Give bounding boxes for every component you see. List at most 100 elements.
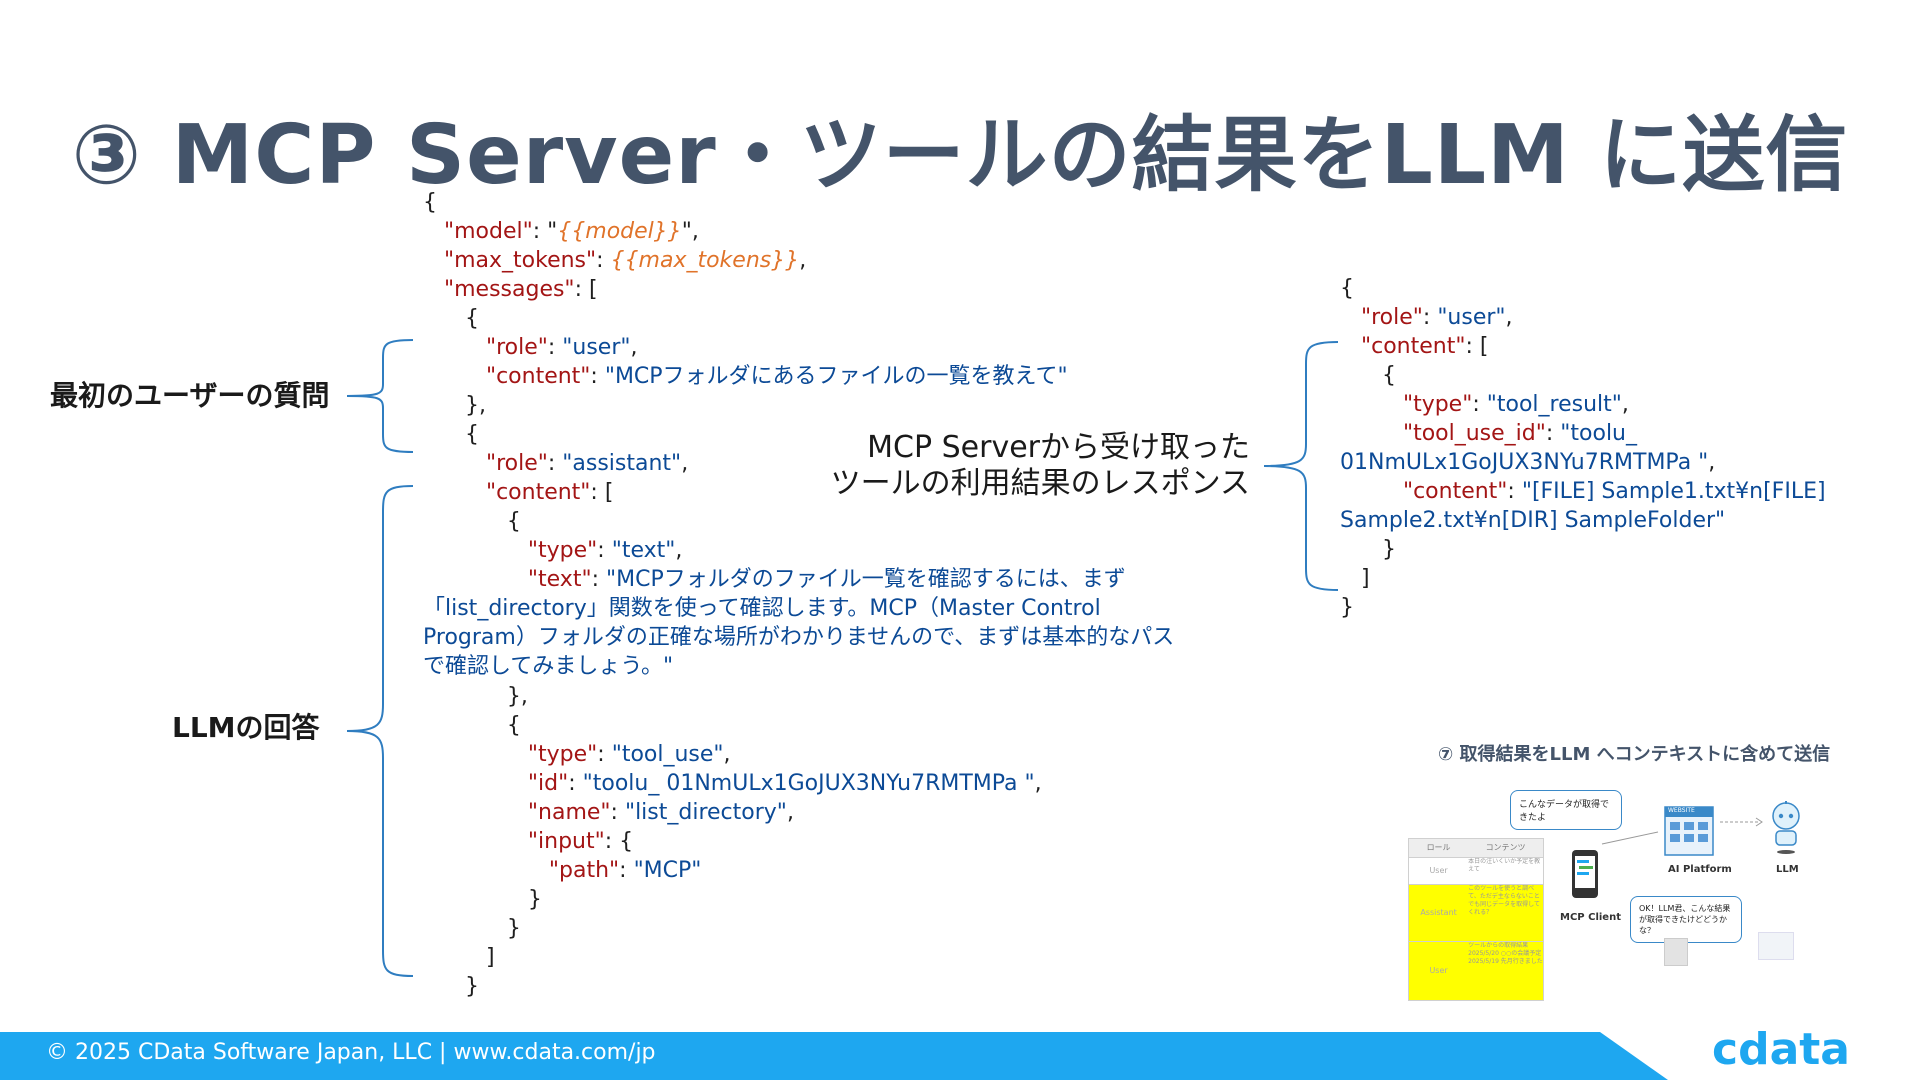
code-punct: ,	[630, 335, 638, 360]
code-punct: ,	[1505, 305, 1513, 330]
code-punct	[1340, 421, 1403, 446]
code-line: "max_tokens": {{max_tokens}},	[423, 246, 1068, 275]
code-key: "path"	[548, 858, 620, 883]
code-punct: }	[1340, 537, 1396, 562]
code-line: "type": "tool_result",	[1340, 390, 1826, 419]
mcp-response-label: MCP Serverから受け取った ツールの利用結果のレスポンス	[820, 430, 1250, 502]
code-line: }	[423, 885, 1042, 914]
code-string: "assistant"	[562, 451, 682, 476]
code-punct: {	[1340, 363, 1396, 388]
code-string: "list_directory"	[624, 800, 787, 825]
footer-bar	[0, 1032, 1668, 1080]
cdata-logo: cdata	[1712, 1024, 1882, 1075]
code-line: ]	[1340, 564, 1826, 593]
code-punct: : {	[604, 829, 634, 854]
code-line: }	[1340, 593, 1826, 622]
code-punct	[1340, 392, 1403, 417]
code-line: "tool_use_id": "toolu_	[1340, 419, 1826, 448]
bubble-ok-llm: OK！LLM君、こんな結果が取得できたけどどうかな？	[1630, 896, 1742, 943]
code-key: "content"	[485, 364, 591, 389]
mini-diagram-title: ⑦ 取得結果をLLM へコンテキストに含めて送信	[1438, 744, 1831, 765]
code-punct: :	[596, 248, 611, 273]
code-punct: ,	[1708, 450, 1716, 475]
phone-icon	[1572, 850, 1598, 898]
code-line: Sample2.txt¥n[DIR] SampleFolder"	[1340, 506, 1826, 535]
code-punct: :	[590, 364, 605, 389]
code-punct: ,	[786, 800, 794, 825]
mini-cell-role: Assistant	[1420, 908, 1457, 917]
mini-table-row: Assistant このツールを使うと調べて、ただデ主ならないことでも同じデータ…	[1408, 885, 1544, 942]
code-line: }	[423, 914, 1042, 943]
code-key: "type"	[527, 742, 598, 767]
code-punct	[423, 829, 528, 854]
brace-mcp-response	[1263, 341, 1339, 591]
code-string: "text"	[611, 538, 676, 563]
code-line: "input": {	[423, 827, 1042, 856]
code-punct	[423, 335, 486, 360]
code-punct	[423, 858, 549, 883]
code-key: "content"	[1402, 479, 1508, 504]
code-punct: ,	[723, 742, 731, 767]
brace-first-question	[346, 339, 414, 453]
code-punct	[1340, 305, 1361, 330]
code-line: {	[1340, 361, 1826, 390]
code-line: "path": "MCP"	[423, 856, 1042, 885]
code-punct	[423, 277, 444, 302]
code-punct: },	[423, 393, 486, 418]
code-key: "max_tokens"	[443, 248, 597, 273]
code-punct	[423, 538, 528, 563]
mcp-client-label: MCP Client	[1560, 912, 1621, 923]
cdata-logo-text: cdata	[1712, 1024, 1850, 1074]
code-line: },	[423, 682, 1042, 711]
code-line: {	[423, 188, 1068, 217]
code-key: "messages"	[443, 277, 575, 302]
code-line: "model": "{{model}}",	[423, 217, 1068, 246]
bubble-data-acquired: こんなデータが取得できたよ	[1510, 790, 1622, 830]
code-line: },	[423, 391, 1068, 420]
mini-table-row: User 本日の注いくいか予定を教えて	[1408, 858, 1544, 885]
mini-header-content: コンテンツ	[1485, 843, 1526, 852]
mini-role-table: ロール コンテンツ User 本日の注いくいか予定を教えて Assistant …	[1408, 838, 1544, 1001]
code-punct: :	[1422, 305, 1438, 330]
code-key: "model"	[443, 219, 533, 244]
code-punct: ,	[1621, 392, 1629, 417]
code-punct: :	[597, 742, 612, 767]
code-string: "[FILE] Sample1.txt¥n[FILE]	[1521, 479, 1826, 504]
code-punct: ]	[423, 945, 495, 970]
code-punct	[1340, 479, 1403, 504]
code-key: "name"	[527, 800, 611, 825]
website-icon	[1664, 806, 1714, 856]
mini-cell-content: このツールを使うと調べて、ただデ主ならないことでも同じデータを取得してくれる？	[1468, 885, 1540, 916]
mini-cell-role: User	[1429, 866, 1448, 875]
mini-table-header: ロール コンテンツ	[1408, 838, 1544, 858]
code-template-var: {{model}}	[557, 219, 682, 244]
mini-table-row: User ツールからの取得結果 2025/5/20 ○○の会議予定 2025/5…	[1408, 942, 1544, 1001]
llm-label: LLM	[1776, 864, 1799, 875]
code-punct: : [	[590, 480, 614, 505]
code-punct: },	[423, 684, 528, 709]
code-punct	[423, 742, 528, 767]
code-punct: ,	[1034, 771, 1042, 796]
code-punct: {	[423, 190, 437, 215]
code-punct: {	[1340, 276, 1354, 301]
code-punct: :	[568, 771, 583, 796]
right-json-code: { "role": "user", "content": [ { "type":…	[1340, 274, 1826, 622]
code-punct	[423, 248, 444, 273]
code-punct: :	[1545, 421, 1561, 446]
code-line: "type": "text",	[423, 536, 1068, 565]
code-line: "messages": [	[423, 275, 1068, 304]
server-icon	[1664, 938, 1688, 966]
code-string: "MCPフォルダにあるファイルの一覧を教えて"	[604, 364, 1068, 389]
code-line: "content": [	[1340, 332, 1826, 361]
code-punct: :	[547, 335, 563, 360]
code-string: "user"	[1437, 305, 1506, 330]
code-key: "role"	[485, 335, 548, 360]
code-line: {	[423, 304, 1068, 333]
code-line: "id": "toolu_ 01NmULx1GoJUX3NYu7RMTMPa "…	[423, 769, 1042, 798]
mcp-response-label-line2: ツールの利用結果のレスポンス	[830, 466, 1250, 501]
code-string: Sample2.txt¥n[DIR] SampleFolder"	[1340, 508, 1726, 533]
code-key: "input"	[527, 829, 605, 854]
footer-bar-shape	[0, 1032, 1668, 1080]
code-punct	[423, 451, 486, 476]
code-line: }	[1340, 535, 1826, 564]
